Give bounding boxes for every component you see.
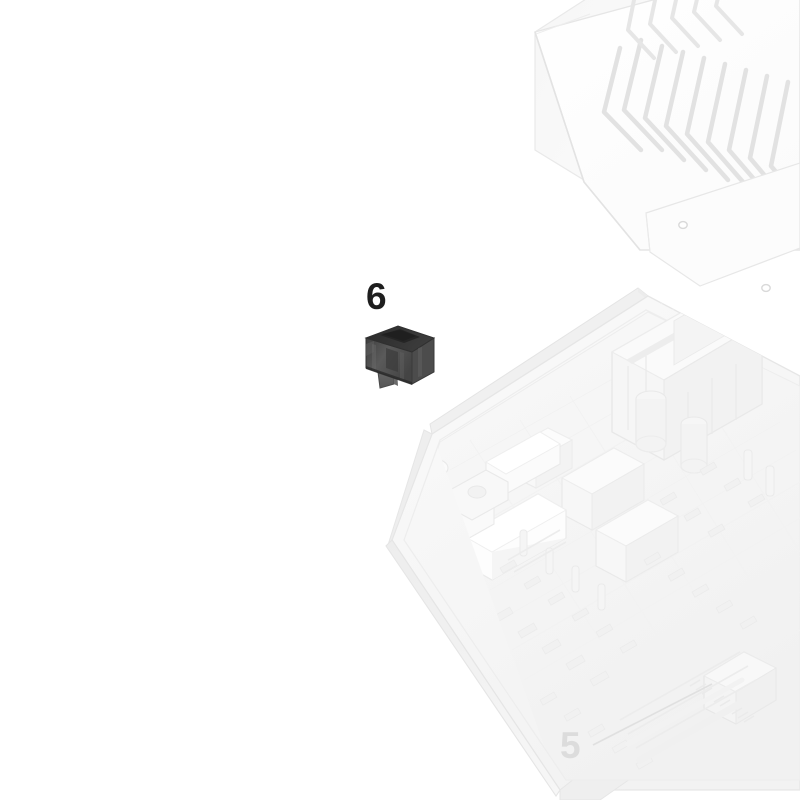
pin-header [507, 529, 757, 749]
callout-number-5[interactable]: 5 [560, 725, 581, 766]
mounting-hole [678, 220, 688, 230]
leader-line-5 [592, 683, 713, 746]
fuse-body [364, 325, 436, 385]
ventilation-slots-upper [626, 0, 744, 60]
relay-block [560, 447, 646, 531]
mounting-flange [645, 162, 800, 293]
callout-number-6[interactable]: 6 [366, 276, 387, 317]
vented-metal-cover [534, 0, 800, 293]
mounting-hole [761, 283, 771, 293]
relay-block [594, 499, 680, 583]
smd-component-field [469, 461, 766, 770]
electrolytic-capacitor [635, 390, 667, 453]
silkscreen-text [625, 677, 764, 764]
